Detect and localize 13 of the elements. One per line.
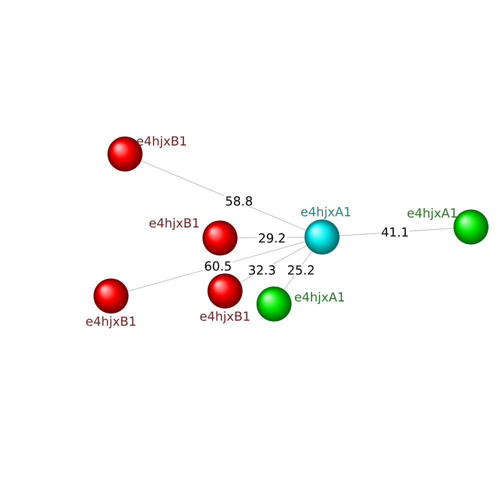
edge-label: 25.2 — [286, 264, 316, 276]
node-label: e4hjxB1 — [136, 136, 186, 148]
node-label: e4hjxA1 — [301, 206, 350, 219]
node-label: e4hjxB1 — [150, 218, 199, 230]
edge-label: 60.5 — [203, 260, 233, 272]
edge-label: 29.2 — [257, 232, 287, 244]
node-label: e4hjxA1 — [408, 208, 457, 220]
edge-label: 32.3 — [247, 264, 277, 276]
node-label: e4hjxB1 — [200, 311, 250, 324]
node-label: e4hjxB1 — [86, 316, 136, 328]
edge-label: 58.8 — [224, 195, 254, 207]
node-label: e4hjxA1 — [294, 292, 344, 304]
edge-label: 41.1 — [380, 226, 410, 238]
